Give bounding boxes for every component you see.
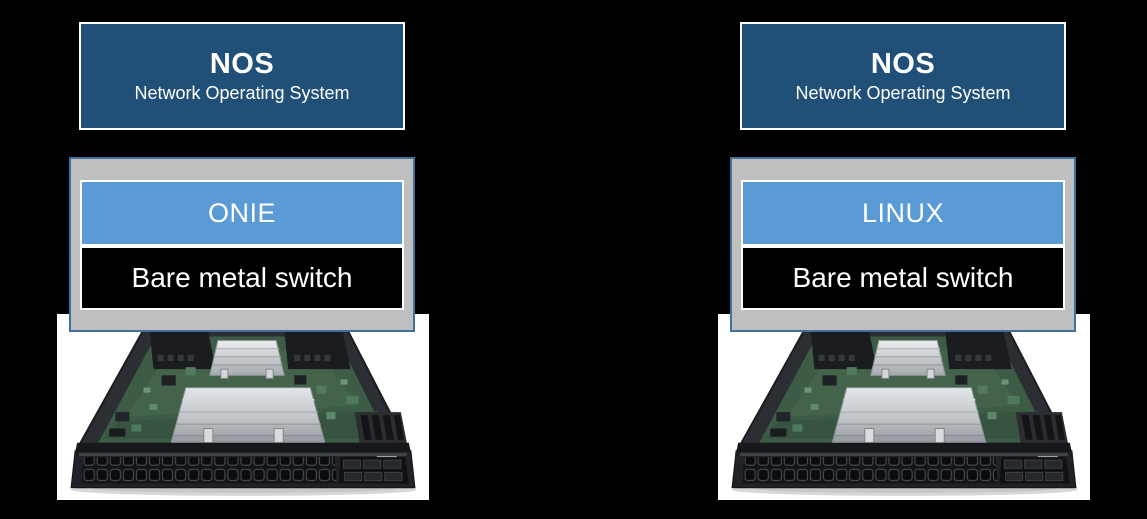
installer-box: LINUX <box>741 180 1065 246</box>
nos-title: NOS <box>209 48 275 80</box>
nos-subtitle: Network Operating System <box>795 83 1011 103</box>
nos-title: NOS <box>870 48 936 80</box>
installer-box: ONIE <box>80 180 404 246</box>
installer-label: LINUX <box>861 197 945 228</box>
bare-metal-switch-photo <box>57 314 429 500</box>
nos-subtitle: Network Operating System <box>134 83 350 103</box>
stack-column-onie: NOS Network Operating System ONIE Bare m… <box>57 0 429 519</box>
nos-box: NOS Network Operating System <box>79 22 405 130</box>
stack-panel: ONIE Bare metal switch <box>69 157 415 332</box>
stack-panel: LINUX Bare metal switch <box>730 157 1076 332</box>
bare-metal-switch-image <box>718 314 1090 500</box>
hardware-label: Bare metal switch <box>131 262 353 293</box>
nos-box: NOS Network Operating System <box>740 22 1066 130</box>
bare-metal-switch-image <box>57 314 429 500</box>
hardware-label: Bare metal switch <box>792 262 1014 293</box>
hardware-box: Bare metal switch <box>741 246 1065 310</box>
hardware-box: Bare metal switch <box>80 246 404 310</box>
stack-column-linux: NOS Network Operating System LINUX Bare … <box>718 0 1090 519</box>
bare-metal-switch-photo <box>718 314 1090 500</box>
installer-label: ONIE <box>207 197 276 228</box>
